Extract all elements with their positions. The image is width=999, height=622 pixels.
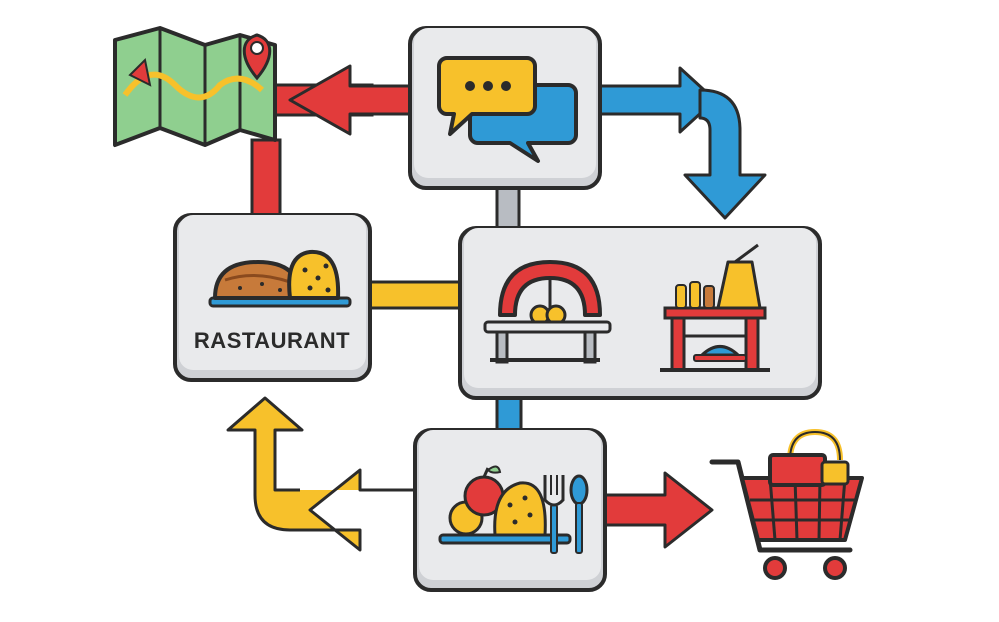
red-arrow-right [598, 471, 714, 549]
fruit-plate-cutlery-icon [438, 465, 589, 554]
restaurant-box: RASTAURANT [173, 213, 372, 382]
yellow-connector [363, 280, 467, 310]
map-icon [113, 26, 277, 147]
food-stall-table-icon [660, 243, 770, 372]
yellow-arrow-elbow-up [226, 396, 420, 552]
stall-box [458, 226, 822, 400]
restaurant-label: RASTAURANT [194, 328, 350, 353]
chat-bubbles-icon [437, 56, 578, 163]
food-box [413, 428, 607, 592]
blue-arrow-right-down [598, 66, 767, 220]
shopping-cart-icon [709, 428, 864, 580]
bread-cheese-icon [208, 249, 352, 308]
red-arrow-left [288, 64, 412, 136]
arch-stand-icon [483, 260, 612, 364]
chat-box [408, 26, 602, 190]
